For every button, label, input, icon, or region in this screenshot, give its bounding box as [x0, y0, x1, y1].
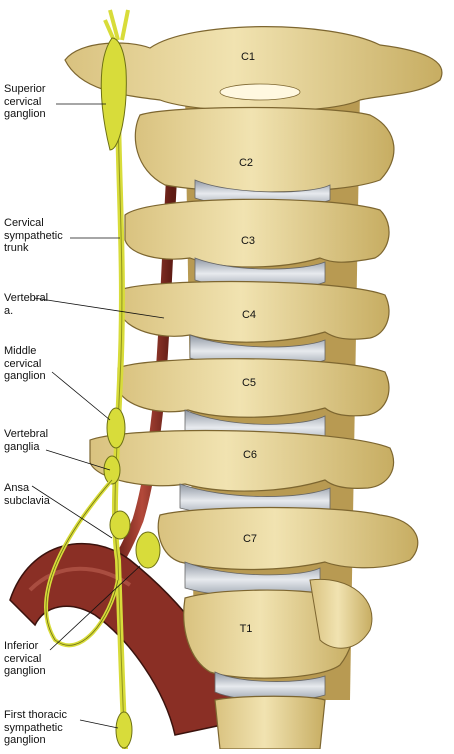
- superior-cervical-ganglion: [100, 37, 127, 151]
- vertebra-c1: [64, 26, 443, 112]
- leader-vertebral-ganglia: [45, 449, 111, 471]
- vertebra-t1: [183, 578, 373, 679]
- vertebra-c2: [134, 106, 395, 193]
- vertebra-label-c2: C2: [239, 157, 253, 169]
- leader-vertebral-artery: [33, 297, 165, 319]
- label-middle-cervical-ganglion: Middle cervical ganglion: [4, 345, 46, 382]
- label-vertebral-ganglia: Vertebral ganglia: [4, 428, 49, 453]
- label-ansa-subclavia: Ansa subclavia: [4, 482, 50, 507]
- vertebral-ganglion: [103, 455, 121, 485]
- leader-lines: [31, 103, 165, 729]
- label-cervical-sympathetic-trunk: Cervical sympathetic trunk: [4, 217, 63, 254]
- vertebra-t2: [214, 695, 326, 750]
- vertebra-label-t1: T1: [240, 623, 253, 635]
- vertebra-label-c6: C6: [243, 449, 257, 461]
- vertebra-c5: [117, 358, 390, 418]
- label-inferior-cervical-ganglion: Inferior cervical ganglion: [4, 640, 46, 677]
- vertebra-c7: [157, 506, 419, 571]
- inferior-cervical-ganglion: [135, 531, 161, 569]
- vertebra-c6: [89, 429, 395, 492]
- leader-ansa-subclavia: [31, 485, 113, 539]
- label-vertebral-artery: Vertebral a.: [4, 292, 49, 317]
- vertebra-label-c4: C4: [242, 309, 256, 321]
- middle-cervical-ganglion: [106, 407, 126, 449]
- leader-first-thoracic-ganglion: [79, 719, 119, 729]
- vertebra-c3: [124, 198, 390, 268]
- vertebra-label-c7: C7: [243, 533, 257, 545]
- vertebra-label-c3: C3: [241, 235, 255, 247]
- label-superior-cervical-ganglion: Superior cervical ganglion: [4, 83, 46, 120]
- vertebra-label-c5: C5: [242, 377, 256, 389]
- leader-middle-cervical-ganglion: [51, 371, 111, 421]
- vertebra-label-c1: C1: [241, 51, 255, 63]
- sympathetic-trunk: [44, 9, 161, 752]
- leader-inferior-cervical-ganglion: [49, 565, 141, 651]
- first-thoracic-ganglion: [115, 711, 133, 749]
- vertebra-c4: [119, 280, 390, 343]
- label-first-thoracic-sympathetic-ganglion: First thoracic sympathetic ganglion: [4, 709, 67, 746]
